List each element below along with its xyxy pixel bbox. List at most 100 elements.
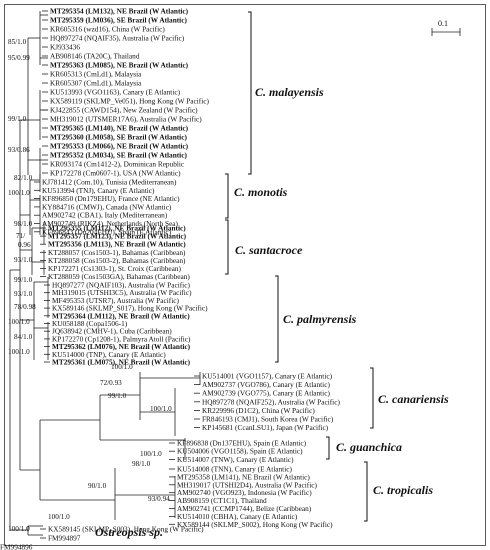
leaf-label: KR229996 (D1C2), China (W Pacific) (202, 406, 315, 415)
leaf-label: MT295357 (LM123), NE Brazil (W Atlantic) (48, 232, 187, 241)
leaf-label: AM902741 (CCMP1744), Belize (Caribbean) (177, 504, 312, 513)
support-value: 99/1.0 (108, 392, 127, 400)
leaf-label: KU514000 (TNP), Canary (E Atlantic) (52, 350, 166, 359)
clade-bracket (225, 219, 229, 275)
support-value: 100/1.0 (140, 450, 162, 458)
leaf-label: KU513993 (VGO1163), Canary (E Atlantic) (50, 88, 181, 97)
support-value: 100/1.0 (8, 189, 30, 197)
support-value: 100/1.0 (111, 363, 133, 371)
leaf-label: KU504006 (VGO1158), Spain (E Atlantic) (177, 447, 303, 456)
leaf-label: KJ422855 (CAWD154), New Zealand (W Pacif… (50, 106, 198, 115)
leaf-label: MT295363 (LM085), NE Brazil (W Atlantic) (50, 61, 189, 70)
leaf-label: AM902749 (RIKZ4), Netherlands (North Sea… (42, 219, 179, 228)
leaf-label: KU514008 (TNN), Canary (E Atlantic) (177, 465, 292, 474)
clade-bracket (248, 11, 252, 175)
clade-bracket (225, 173, 229, 219)
leaf-label: KP172271 (Cs1303-1), St. Croix (Caribbea… (48, 264, 182, 273)
clade-bracket (275, 275, 279, 363)
leaf-label: KT288058 (Cos1503-2), Bahamas (Caribbean… (48, 256, 186, 265)
leaf-label: AB908159 (CT1C1), Thailand (177, 496, 267, 505)
leaf-label: MT295358 (LM141), NE Brazil (W Atlantic) (177, 472, 310, 481)
leaf-label: HQ897278 (NQAIF252), Australia (W Pacifi… (202, 397, 340, 406)
clade-name-palmyrensis: C. palmyrensis (283, 312, 357, 326)
leaf-label: HQ897274 (NQAIF35), Australia (W Pacific… (50, 34, 185, 43)
leaf-label: KJ781412 (Com.10), Tunisia (Mediterranea… (42, 178, 177, 187)
leaf-label: AM902739 (VGO775), Canary (E Atlantic) (202, 389, 330, 398)
leaf-label: FM994896 (0, 543, 33, 550)
leaf-label: MT295361 (LM075), NE Brazil (W Atlantic) (52, 358, 191, 367)
leaf-label: KF896843 (Dn204EHU), Spain (E Atlantic) (42, 227, 172, 236)
leaf-label: KU514010 (CBHA), Canary (E Atlantic) (177, 512, 298, 521)
leaf-label: KU514007 (TNW), Canary (E Atlantic) (177, 455, 294, 464)
leaf-label: KX589119 (SKLMP_Ve051), Hong Kong (W Pac… (50, 97, 209, 106)
leaf-labels: MT295354 (LM132), NE Brazil (W Atlantic)… (0, 7, 340, 550)
leaf-label: MT295355 (LM112), NE Brazil (W Atlantic) (48, 224, 186, 233)
leaf-label: MT295359 (LM036), SE Brazil (W Atlantic) (50, 16, 187, 25)
support-value: 93/0.86 (8, 146, 30, 154)
support-value: 100/1.0 (150, 405, 172, 413)
leaf-label: KT288057 (Cos1503-1), Bahamas (Caribbean… (48, 248, 186, 257)
leaf-label: MH319012 (UTSMER17A6), Australia (W Paci… (50, 115, 202, 124)
support-values: 85/1.0 95/0.99 99/1.0 93/0.86 82/1.0 100… (8, 38, 172, 533)
support-value: 98/1.0 (132, 460, 151, 468)
support-value: 78/0.98 (14, 303, 36, 311)
support-value: 93/1.0 (14, 256, 33, 264)
leaf-label: KU514001 (VGO1157), Canary (E Atlantic) (202, 372, 333, 381)
leaf-label: MH319015 (UTSHI3C5), Australia (W Pacifi… (52, 288, 192, 297)
support-value: 99/1.0 (14, 276, 33, 284)
leaf-label: AM902737 (VGO786), Canary (E Atlantic) (202, 380, 330, 389)
leaf-label: MT295365 (LM140), NE Brazil (W Atlantic) (50, 124, 189, 133)
leaf-label: KY884716 (CMWJ), Canada (NW Atlantic) (42, 202, 172, 211)
support-value: 0.96 (18, 241, 31, 249)
support-value: 93/1.0 (14, 290, 33, 298)
leaf-label: JQ638942 (CMHV-1), Cuba (Caribbean) (52, 327, 172, 336)
leaf-label: KX589146 (SKLMP_S017), Hong Kong (W Paci… (52, 304, 208, 313)
clade-name-tropicalis: C. tropicalis (373, 483, 433, 497)
clade-name-guanchica: C. guanchica (336, 440, 402, 454)
leaf-label: FR846193 (CMJ1), South Korea (W Pacific) (202, 415, 334, 424)
clade-name-canariensis: C. canariensis (378, 392, 449, 406)
support-value: 90/1.0 (88, 482, 107, 490)
leaf-label: KP172278 (Cm0607-1), USA (NW Atlantic) (50, 169, 181, 178)
support-value: 100/1.0 (8, 348, 30, 356)
leaf-label: KR093174 (Cm1412-2), Dominican Republic (50, 160, 185, 169)
scale-bar: 0.1 (431, 19, 461, 36)
support-value: 82/1.0 (14, 174, 33, 182)
support-value: 71/ (16, 232, 25, 240)
figure-frame (4, 4, 486, 546)
leaf-label: KX589145 (SKLMP_S003), Hong Kong (W Paci… (48, 525, 204, 534)
leaf-label: KR605313 (CmLd1), Malaysia (50, 70, 142, 79)
support-value: 95/0.99 (8, 54, 30, 62)
clade-labels: C. malayensis C. monotis C. santacroce C… (95, 11, 449, 539)
leaf-label: KF896850 (Dn179EHU), France (NE Atlantic… (42, 194, 180, 203)
support-value: 98/1.0 (14, 220, 33, 228)
leaf-label: MT295362 (LM076), NE Brazil (W Atlantic) (52, 342, 191, 351)
leaf-label: MT295352 (LM034), SE Brazil (W Atlantic) (50, 151, 187, 160)
leaf-label: KJ933436 (50, 43, 80, 52)
clade-name-santacroce: C. santacroce (235, 243, 303, 257)
leaf-label: MT295356 (LM113), NE Brazil (W Atlantic) (48, 240, 186, 249)
leaf-label: MT295354 (LM132), NE Brazil (W Atlantic) (50, 7, 189, 16)
support-value: 100/1.0 (8, 525, 30, 533)
leaf-label: MT295364 (LM112), NE Brazil (W Atlantic) (52, 311, 190, 320)
scale-bar-label: 0.1 (438, 19, 448, 28)
clade-name-monotis: C. monotis (234, 185, 288, 199)
leaf-label: MT295360 (LM058), SE Brazil (W Atlantic) (50, 133, 187, 142)
leaf-label: KX589144 (SKLMP_S002), Hong Kong (W Paci… (177, 520, 333, 529)
leaf-label: MH319017 (UTSHI2D4), Australia (W Pacifi… (177, 480, 317, 489)
leaf-label: FM994897 (48, 534, 81, 543)
leaf-label: KR605307 (CmLd1), Malaysia (50, 79, 142, 88)
leaf-label: MT295353 (LM066), NE Brazil (W Atlantic) (50, 142, 189, 151)
leaf-label: KU513994 (TNJ), Canary (E Atlantic) (42, 186, 155, 195)
leaf-label: KF896838 (Dn137EHU), Spain (E Atlantic) (177, 439, 307, 448)
leaf-label: KU058188 (Copa1506-1) (52, 319, 128, 328)
support-value: 99/1.0 (8, 115, 27, 123)
support-value: 72/0.93 (100, 379, 122, 387)
leaf-label: AM902740 (VGO923), Indonesia (W Pacific) (177, 488, 312, 497)
clade-bracket (326, 436, 330, 460)
clade-bracket (364, 461, 368, 522)
support-value: 100/1.0 (48, 513, 70, 521)
clade-bracket (370, 367, 374, 429)
support-value: 84/1.0 (14, 333, 33, 341)
